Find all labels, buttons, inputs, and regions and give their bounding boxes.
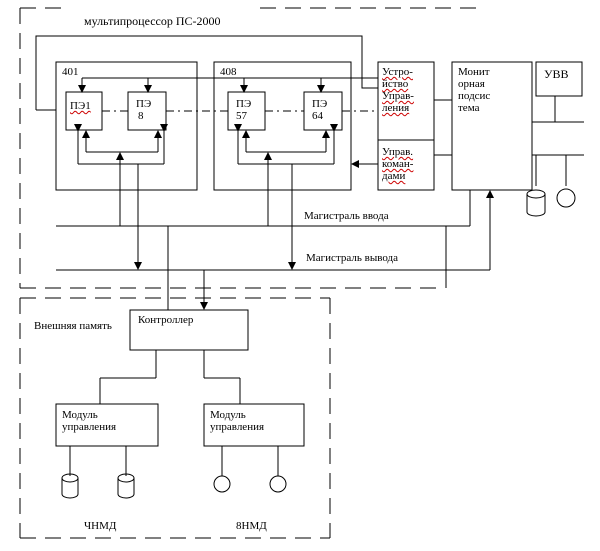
io-device-label: УВВ [544, 67, 569, 81]
control-unit-label: Устро- йство Управ- ления [382, 66, 414, 114]
drive-right-2 [269, 475, 287, 493]
cluster-401 [55, 61, 198, 191]
multiprocessor-title: мультипроцессор ПС-2000 [84, 14, 221, 28]
cluster-408 [213, 61, 352, 191]
external-memory-boundary [19, 297, 331, 539]
top-feedback-line [35, 35, 378, 110]
module-left-label: Модуль управления [62, 409, 117, 433]
command-unit-box [377, 139, 435, 191]
monitor-disk-drive [526, 189, 546, 217]
drive-right-1 [213, 475, 231, 493]
disk-drive-left-2 [117, 473, 135, 499]
monitor-label: Монит орная подсис тема [458, 66, 491, 114]
output-bus-label: Магистраль вывода [306, 252, 398, 264]
pe8-label: ПЭ 8 [136, 98, 152, 122]
drives-left-label: ЧНМД [84, 520, 117, 532]
pe1-label: ПЭ1 [70, 100, 91, 112]
pe64-label: ПЭ 64 [312, 98, 328, 122]
monitor-tape-drive [556, 188, 576, 208]
drives-right-label: 8НМД [236, 520, 267, 532]
module-right-box [203, 403, 305, 447]
controller-label: Контроллер [138, 314, 194, 326]
module-left-box [55, 403, 159, 447]
external-memory-label: Внешняя память [34, 320, 112, 332]
module-right-label: Модуль управления [210, 409, 265, 433]
cluster-401-label: 401 [62, 66, 79, 78]
pe57-label: ПЭ 57 [236, 98, 252, 122]
multiprocessor-boundary [19, 7, 480, 289]
disk-drive-left-1 [61, 473, 79, 499]
controller-box [129, 309, 249, 351]
input-bus-label: Магистраль ввода [304, 210, 389, 222]
cluster-408-label: 408 [220, 66, 237, 78]
command-unit-label: Управ. коман- дами [382, 146, 414, 182]
io-device-box [535, 61, 583, 97]
